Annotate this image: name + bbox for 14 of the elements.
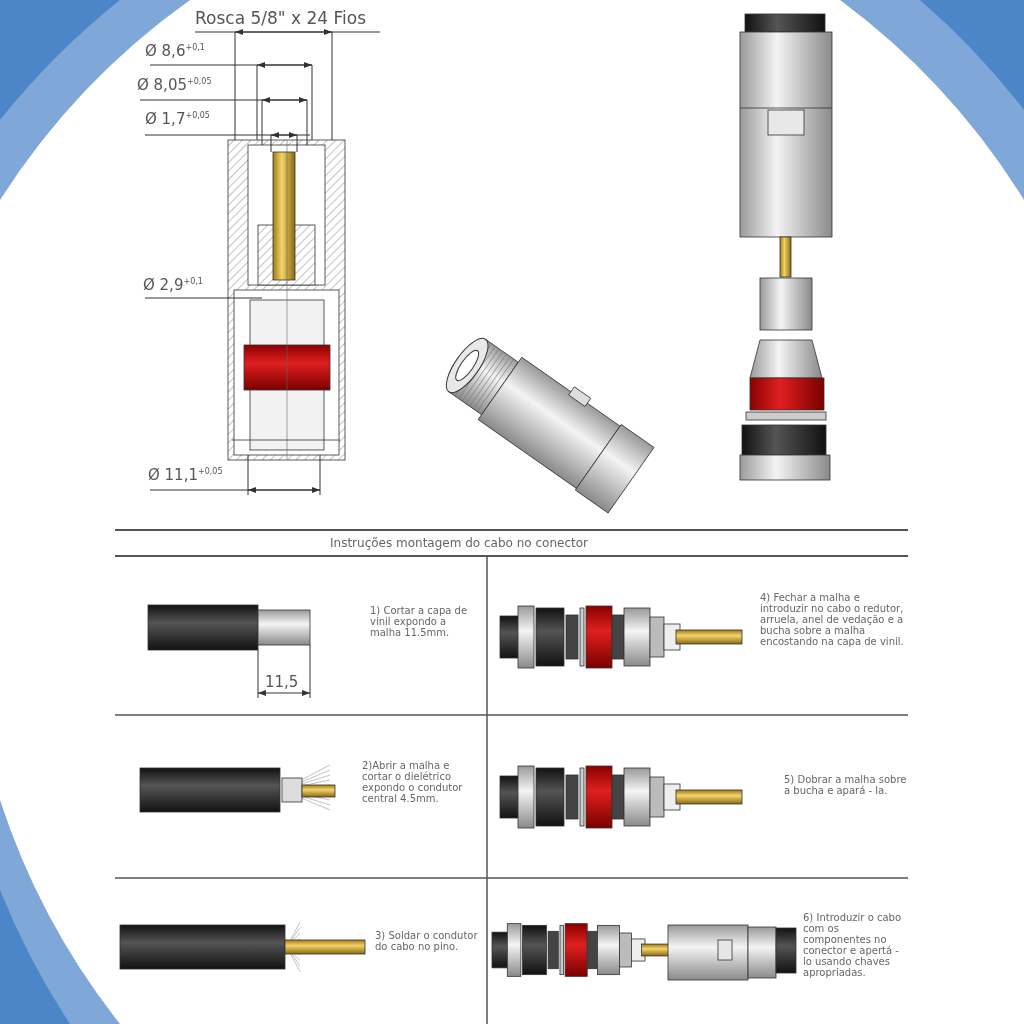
dimension-text: Ø 8,6$^{+0,1}$ — [145, 42, 205, 60]
dimension-text: Ø 8,05$^{+0,05}$ — [137, 76, 212, 94]
dimension-text: Ø 2,9$^{+0,1}$ — [143, 276, 203, 294]
instruction-text: 5) Dobrar a malha sobre a bucha e apará - la. — [784, 774, 908, 796]
section-heading: Instruções montagem do cabo no conector — [330, 538, 588, 549]
instruction-text: 3) Soldar o condutor do cabo no pino. — [375, 930, 479, 952]
instruction-text: 2)Abrir a malha e cortar o dielétrico expondo o condutor central 4.5mm. — [362, 760, 464, 804]
dimension-text: Ø 11,1$^{+0,05}$ — [148, 466, 223, 484]
instruction-text: 6) Introduzir o cabo com os componentes no conector e apertá - lo usando chaves apropriadas. — [803, 912, 903, 978]
dimension-text: 11,5 — [265, 673, 299, 691]
instruction-text: 4) Fechar a malha e introduzir no cabo o redutor, arruela, anel de vedação e a bucha sobre a malha encostando na capa de vinil. — [760, 592, 905, 647]
instruction-text: 1) Cortar a capa de vinil expondo a malha 11.5mm. — [370, 605, 469, 638]
dimension-text: Ø 1,7$^{+0,05}$ — [145, 110, 210, 128]
dimension-text: Rosca 5/8" x 24 Fios — [195, 8, 367, 28]
